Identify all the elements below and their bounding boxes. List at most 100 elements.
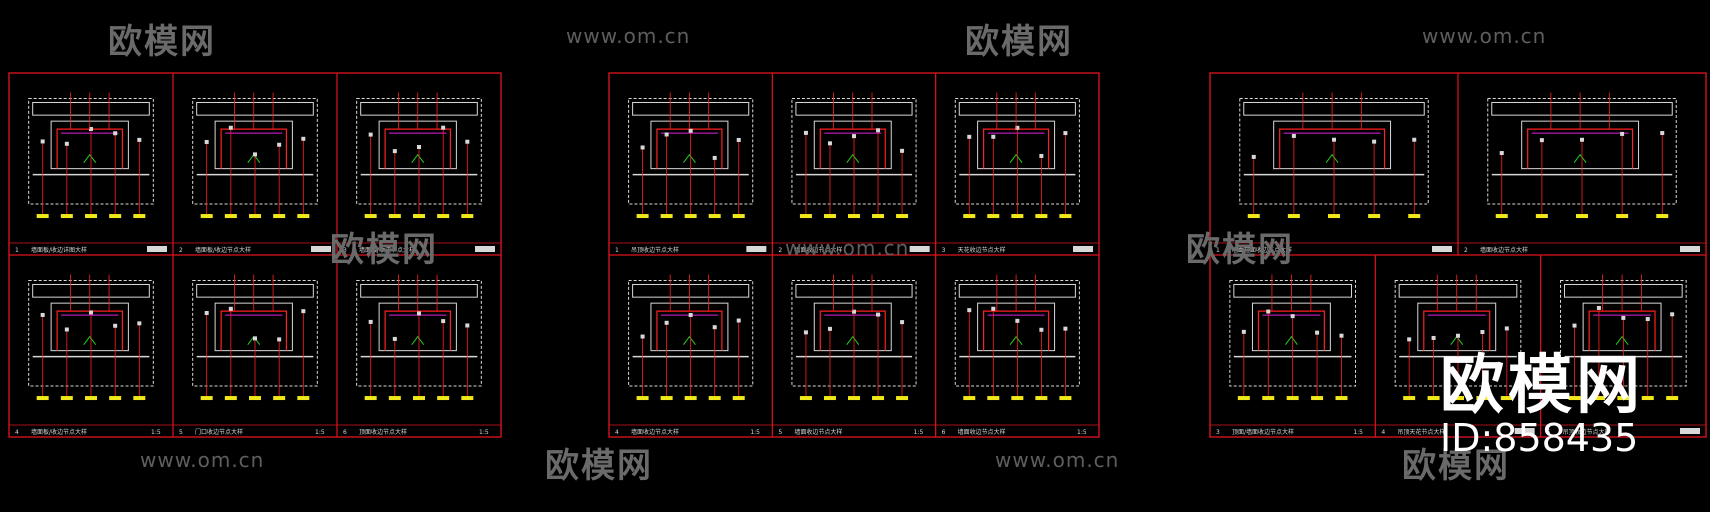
leader-dot [417,145,421,150]
panel-title: 墙面板/收边节点大样 [31,428,87,436]
annotation-tag [224,396,237,401]
annotation-tag [224,214,237,219]
annotation-tag [1617,396,1630,401]
panel-number: 5 [778,429,782,436]
leader-dot [113,323,118,328]
annotation-tag [1666,396,1679,401]
leader-dot [1412,137,1417,142]
watermark-brand-text: 欧模网 [1186,230,1294,270]
annotation-tag [1311,396,1324,401]
leader-dot [301,309,306,314]
leader-dot [1339,333,1344,338]
panel-title: 吊顶收边节点大样 [1563,428,1611,436]
annotation-tag [388,396,401,401]
panel-number: 1 [615,247,619,254]
finish-mark [1009,153,1023,163]
annotation-tag [437,214,450,219]
leader-dot [1660,131,1665,136]
watermark-brand-text: 欧模网 [1402,446,1510,486]
finish-mark [1615,335,1629,345]
leader-dot [368,132,373,137]
annotation-tag [823,396,836,401]
finish-mark [83,335,97,345]
panel-number: 5 [1547,429,1551,436]
annotation-tag [1059,214,1072,219]
annotation-tag [1576,214,1588,219]
annotation-tag [413,214,425,219]
leader-dot [1596,305,1601,310]
leader-dot [1063,131,1068,136]
annotation-tag [85,214,97,219]
watermark-url-text: www.om.cn [1422,24,1547,48]
panel-number: 1 [15,247,19,254]
leader-dot [113,131,118,136]
annotation-tag [848,396,860,401]
annotation-tag [1368,214,1381,219]
watermark-url-text: www.om.cn [140,448,265,472]
panel-title: 墙面收边节点大样 [631,428,679,436]
leader-dot [712,155,717,160]
leader-dot [228,125,233,130]
detail-outline [1239,97,1429,205]
leader-dot [1015,125,1020,130]
annotation-tag [1476,396,1489,401]
panel-number: 4 [1381,429,1385,436]
finish-mark [1285,335,1298,345]
watermark-url-text: www.om.cn [785,236,910,260]
annotation-tag [1286,396,1299,401]
watermark-logo: 欧模网 [330,222,438,271]
leader-dot [736,137,741,142]
slab-block [360,101,478,116]
leader-dot [89,126,93,131]
leader-dot [1266,309,1271,314]
annotation-tag [963,214,976,219]
annotation-tag [36,396,49,401]
annotation-tag [461,396,474,401]
finish-mark [411,153,425,163]
slab-block [196,283,314,298]
leader-dot [1621,315,1626,320]
annotation-tag [823,214,836,219]
leader-dot [392,336,397,341]
leader-dot [1645,317,1650,322]
annotation-tag [963,396,976,401]
panel-title: 墙面板/收边节点大样 [359,246,415,254]
detail-outline [1560,279,1687,387]
watermark-logo: 欧模网 [1186,222,1294,271]
annotation-tag [1287,214,1300,219]
panel-title: 墙面柱面收边节点大样 [1232,246,1292,254]
watermark-url: www.om.cn [140,448,264,472]
annotation-tag [896,214,909,219]
annotation-tag [249,396,261,401]
finish-mark [683,335,696,345]
annotation-tag [848,214,860,219]
slab-block [795,283,913,298]
slab-block [795,101,913,116]
annotation-tag [1568,396,1581,401]
annotation-tag [1328,214,1340,219]
panel-scale-block [1432,246,1452,252]
annotation-tag [1035,396,1048,401]
leader-dot [1332,137,1336,142]
annotation-tag [896,396,909,401]
leader-dot [1572,323,1577,328]
annotation-tag [388,214,401,219]
annotation-tag [1500,396,1513,401]
annotation-tag [109,396,122,401]
annotation-tag [364,214,377,219]
leader-dot [876,312,881,317]
leader-dot [228,306,233,311]
leader-dot [1015,318,1020,323]
